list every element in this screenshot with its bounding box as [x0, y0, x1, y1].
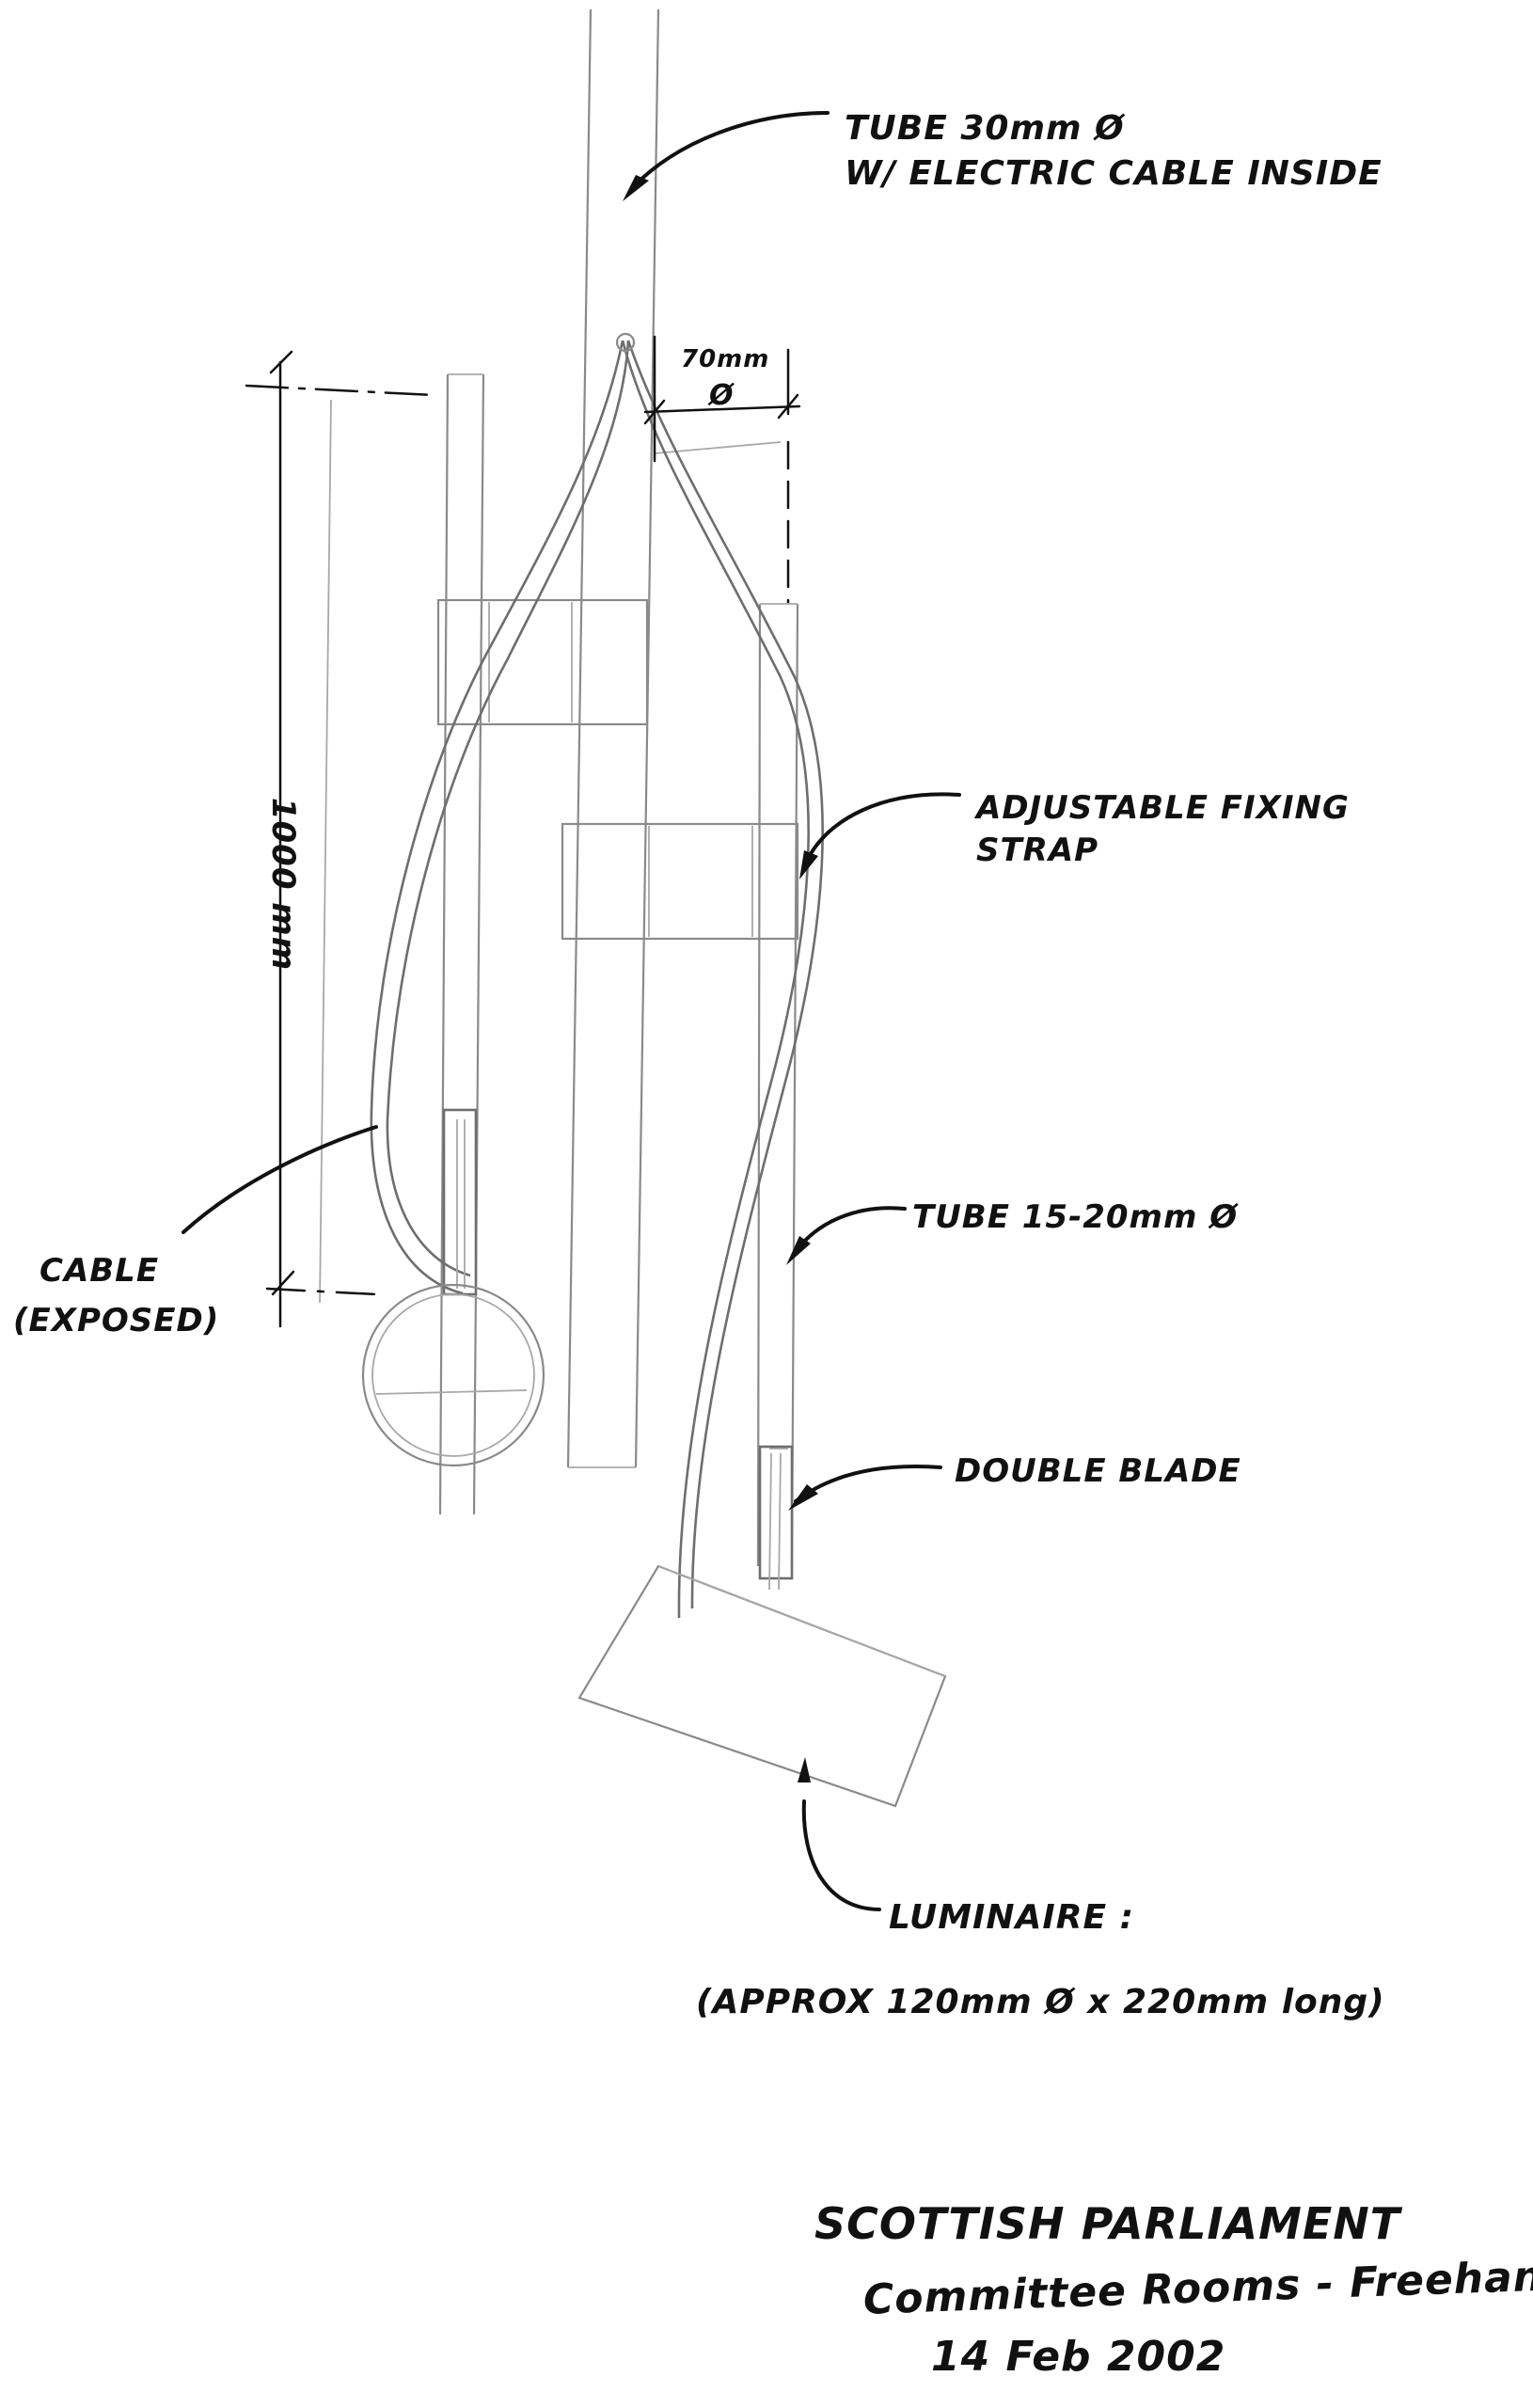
label-70mm-dimension: 70mm Ø — [681, 345, 769, 412]
luminaire-body — [577, 1564, 947, 1808]
dimension-70mm — [643, 335, 801, 604]
label-cable-line2: (EXPOSED) — [13, 1302, 219, 1339]
leader-fixing-strap — [799, 792, 961, 879]
label-70mm-diameter: Ø — [707, 379, 735, 412]
left-background-tube — [319, 399, 332, 1304]
label-1000mm: 1000 mm — [264, 798, 302, 971]
label-tube-30mm: TUBE 30mm Ø W/ ELECTRIC CABLE INSIDE — [845, 109, 1383, 193]
label-70mm: 70mm — [681, 345, 769, 373]
fixing-strap-lower — [561, 822, 799, 941]
label-fixing-strap-line1: ADJUSTABLE FIXING — [973, 789, 1350, 827]
label-cable-line1: CABLE — [40, 1252, 159, 1290]
cable-loop — [370, 332, 824, 1619]
double-blade — [758, 1445, 794, 1591]
main-tube-30mm — [566, 8, 660, 1468]
fixing-strap-upper — [436, 598, 649, 726]
leader-tube-15-20mm — [786, 1206, 907, 1265]
label-luminaire-line2: (APPROX 120mm Ø x 220mm long) — [696, 1983, 1385, 2021]
title-block: SCOTTISH PARLIAMENT Committee Rooms - Fr… — [814, 2198, 1533, 2381]
label-fixing-strap: ADJUSTABLE FIXING STRAP — [973, 789, 1350, 869]
label-double-blade: DOUBLE BLADE — [955, 1452, 1241, 1490]
title-line2: Committee Rooms - Freehanging — [862, 2249, 1533, 2324]
round-luminaire-end-view — [361, 1283, 545, 1467]
title-line1: SCOTTISH PARLIAMENT — [814, 2198, 1403, 2249]
label-fixing-strap-line2: STRAP — [976, 832, 1098, 869]
leader-double-blade — [788, 1465, 942, 1511]
label-tube-30mm-line1: TUBE 30mm Ø — [845, 109, 1126, 148]
right-tube-15-20mm — [654, 441, 799, 1567]
leader-luminaire — [798, 1757, 881, 1911]
left-tube — [438, 373, 485, 1515]
leader-tube-30mm — [623, 111, 830, 201]
leader-cable — [182, 1125, 378, 1234]
label-luminaire: LUMINAIRE : (APPROX 120mm Ø x 220mm long… — [696, 1898, 1385, 2021]
label-cable: CABLE (EXPOSED) — [13, 1252, 219, 1339]
label-luminaire-line1: LUMINAIRE : — [889, 1898, 1134, 1937]
label-tube-30mm-line2: W/ ELECTRIC CABLE INSIDE — [845, 154, 1383, 193]
title-line3: 14 Feb 2002 — [931, 2333, 1225, 2381]
label-tube-15-20mm: TUBE 15-20mm Ø — [912, 1198, 1239, 1236]
